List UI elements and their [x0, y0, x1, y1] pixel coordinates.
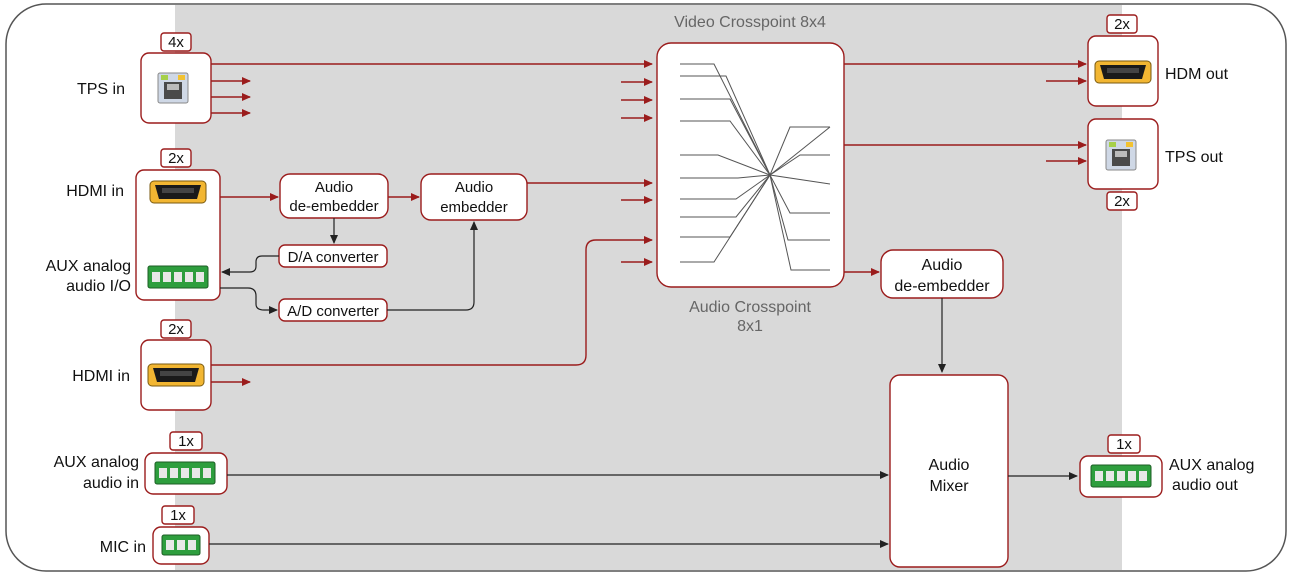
deembedder-in-block: Audio de-embedder	[279, 173, 389, 219]
count-badge-text: 4x	[168, 34, 184, 51]
mixer-line2: Mixer	[929, 478, 969, 495]
mic-in-group: 1x MIC in	[100, 505, 889, 565]
aux-in-label-2: audio in	[83, 475, 139, 492]
audio-crosspoint-label-2: 8x1	[737, 318, 763, 335]
hdmi-in-1-group: 2x HDMI in AUX analog audio I/O	[46, 148, 221, 301]
count-badge-text: 1x	[178, 433, 194, 450]
count-badge-text: 2x	[168, 321, 184, 338]
deembedder-out-line2: de-embedder	[894, 278, 990, 295]
tps-in-group: 4x TPS in	[77, 32, 653, 124]
count-badge	[160, 32, 192, 52]
hdmi-out-group: 2x HDM out	[1087, 14, 1229, 107]
count-badge	[1107, 434, 1141, 454]
count-badge	[1106, 191, 1138, 211]
aux-out-label-2: audio out	[1172, 477, 1238, 494]
rj45-port-icon	[1105, 139, 1137, 171]
deembedder-out-line1: Audio	[922, 257, 963, 274]
ad-converter-label: A/D converter	[287, 303, 379, 320]
hdmi-port-icon	[1094, 60, 1152, 84]
aux-in-group: 1x AUX analog audio in	[54, 431, 889, 495]
tps-in-label: TPS in	[77, 81, 125, 98]
crosspoint-lines	[680, 63, 831, 271]
terminal-block-icon	[147, 265, 209, 289]
audio-mixer-block: Audio Mixer	[889, 374, 1009, 568]
crosspoint-block: Video Crosspoint 8x4 Audio Crosspoint 8x…	[656, 14, 845, 335]
count-badge-text: 2x	[1114, 193, 1130, 210]
count-badge-text: 1x	[170, 507, 186, 524]
tps-out-group: TPS out 2x	[1087, 118, 1223, 211]
hdmi-port-icon	[149, 180, 207, 204]
embedder-line2: embedder	[440, 199, 508, 216]
hdmi-in-2-label: HDMI in	[72, 368, 130, 385]
count-badge	[161, 505, 195, 525]
aux-io-label-2: audio I/O	[66, 278, 131, 295]
mic-in-label: MIC in	[100, 539, 146, 556]
terminal-block-icon	[1090, 464, 1152, 488]
mixer-line1: Audio	[929, 457, 970, 474]
ad-converter-block: A/D converter	[278, 298, 388, 322]
crosspoint-box	[656, 42, 845, 288]
hdmi-in-2-group: 2x HDMI in	[72, 236, 653, 411]
aux-out-label-1: AUX analog	[1169, 457, 1254, 474]
aux-io-label-1: AUX analog	[46, 258, 131, 275]
deembedder-out-block: Audio de-embedder	[880, 249, 1004, 299]
hdmi-in-label: HDMI in	[66, 183, 124, 200]
count-badge	[169, 431, 203, 451]
tps-out-label: TPS out	[1165, 149, 1223, 166]
count-badge-text: 1x	[1116, 436, 1132, 453]
deembedder-in-line2: de-embedder	[289, 198, 378, 215]
terminal-block-icon	[161, 534, 201, 556]
count-badge	[160, 148, 192, 168]
embedder-line1: Audio	[455, 179, 493, 196]
deembedder-in-line1: Audio	[315, 179, 353, 196]
count-badge	[1106, 14, 1138, 34]
embedder-block: Audio embedder	[420, 173, 528, 221]
aux-out-group: 1x AUX analog audio out	[1008, 434, 1254, 498]
count-badge	[160, 319, 192, 339]
da-converter-label: D/A converter	[288, 249, 379, 266]
audio-crosspoint-label-1: Audio Crosspoint	[689, 299, 811, 316]
aux-in-label-1: AUX analog	[54, 454, 139, 471]
rj45-port-icon	[157, 72, 189, 104]
video-crosspoint-label: Video Crosspoint 8x4	[674, 14, 826, 31]
count-badge-text: 2x	[1114, 16, 1130, 33]
hdmi-port-icon	[147, 363, 205, 387]
da-converter-block: D/A converter	[278, 244, 388, 268]
terminal-block-icon	[154, 461, 216, 485]
count-badge-text: 2x	[168, 150, 184, 167]
hdmi-out-label: HDM out	[1165, 66, 1229, 83]
